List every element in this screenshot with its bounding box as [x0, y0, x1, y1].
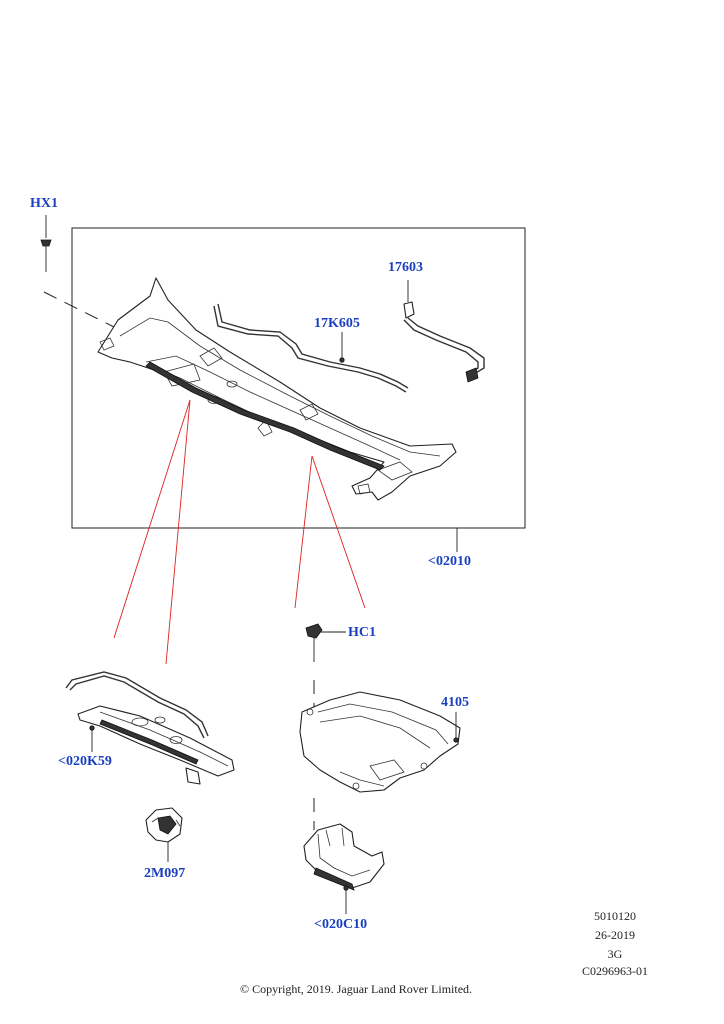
- bracket-020c10: [303, 823, 385, 914]
- assembly-frame: [71, 227, 526, 529]
- red-leader-lines: [113, 399, 366, 665]
- hose-17k605: [213, 303, 409, 393]
- callout-2m097[interactable]: 2M097: [144, 866, 186, 881]
- callout-17603[interactable]: 17603: [388, 260, 423, 275]
- callout-17k605[interactable]: 17K605: [314, 316, 360, 331]
- callout-hx1[interactable]: HX1: [30, 196, 58, 211]
- clip-2m097: [145, 807, 183, 862]
- callout-hc1[interactable]: HC1: [348, 625, 376, 640]
- meta-line-3: 3G: [607, 947, 623, 961]
- hose-17603: [403, 280, 485, 383]
- panel-020k59: [65, 671, 235, 785]
- meta-line-4: C0296963-01: [582, 964, 648, 978]
- callout-4105[interactable]: 4105: [441, 695, 469, 710]
- cowl-panel: [97, 277, 457, 501]
- callout-020c10[interactable]: <020C10: [314, 917, 368, 932]
- callout-02010[interactable]: <02010: [428, 554, 471, 569]
- copyright-text: © Copyright, 2019. Jaguar Land Rover Lim…: [239, 982, 473, 996]
- hx1-fastener: [40, 215, 52, 272]
- callout-020k59[interactable]: <020K59: [58, 754, 112, 769]
- hc1-fastener: [305, 623, 346, 662]
- meta-line-2: 26-2019: [595, 928, 635, 942]
- shield-4105: [299, 691, 461, 793]
- meta-line-1: 5010120: [594, 909, 636, 923]
